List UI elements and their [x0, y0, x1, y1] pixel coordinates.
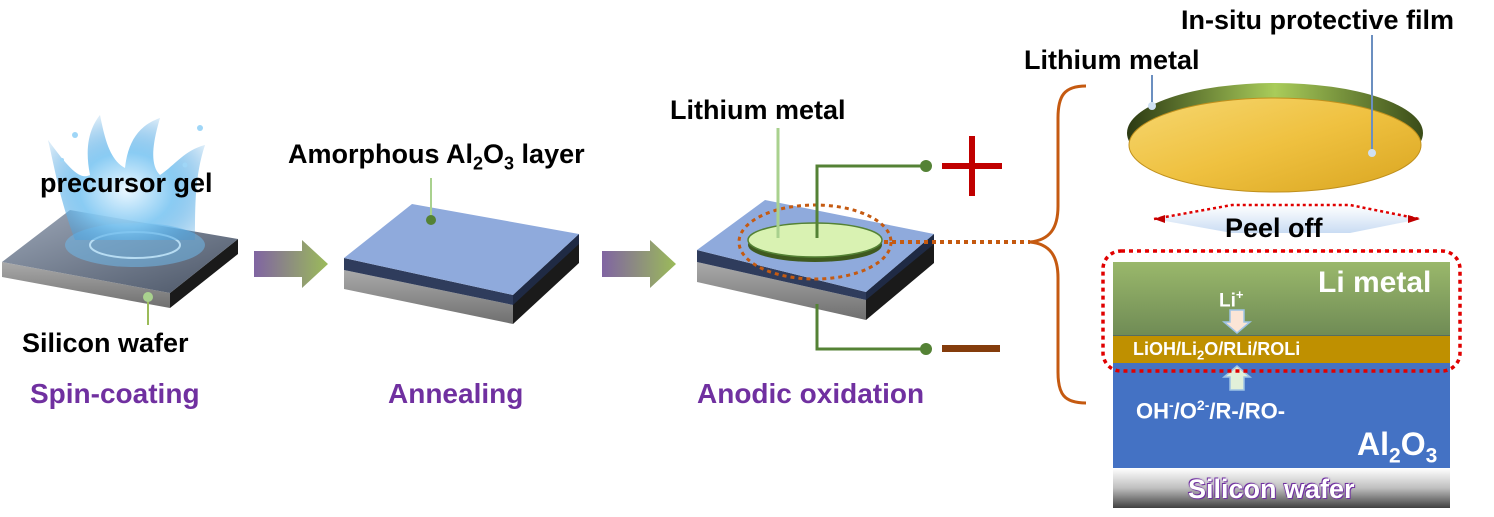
silicon-wafer-leader-dot: [143, 292, 153, 302]
al2o3-layer-top: [344, 204, 579, 295]
arrow-right-icon: [254, 240, 328, 288]
wafer-anodic: [697, 200, 934, 320]
in-situ-film-label: In-situ protective film: [1181, 5, 1455, 35]
sei-composition-label: LiOH/Li2O/RLi/ROLi: [1133, 339, 1301, 363]
splash-icon: [48, 115, 205, 240]
wafer-front-side: [2, 262, 170, 308]
li-ion-label: Li+: [1219, 287, 1244, 312]
al2o3-block: [1113, 363, 1450, 468]
wafer-right-side: [170, 239, 238, 308]
step-label-annealing: Annealing: [388, 378, 524, 409]
anion-species-label: OH-/O2-/R-/RO-: [1136, 397, 1286, 424]
peel-off-arrow: [1154, 205, 1420, 233]
bottom-wafer-label: Silicon wafer: [1188, 474, 1355, 504]
li-metal-layer: [1113, 262, 1450, 336]
curly-brace-icon: [1029, 84, 1087, 405]
dotted-red-box: [1101, 249, 1462, 373]
wire-positive: [815, 164, 925, 238]
wire-negative: [815, 304, 925, 351]
minus-icon: [942, 345, 1000, 352]
lithium-metal-center-label: Lithium metal: [670, 95, 846, 125]
al2o3-block-label: Al2O3: [1357, 426, 1438, 468]
bottom-wafer-layer: [1113, 468, 1450, 508]
lithium-disc: [747, 222, 883, 262]
step-label-spin-coating: Spin-coating: [30, 378, 200, 409]
wafer-annealing: [344, 204, 579, 324]
silicon-wafer-label: Silicon wafer: [22, 328, 189, 358]
lithium-metal-film-label: Lithium metal: [1024, 45, 1200, 75]
down-arrow-icon: [1221, 309, 1253, 334]
plus-icon: [942, 136, 1002, 196]
amorphous-layer-label: Amorphous Al2O3 layer: [288, 139, 585, 174]
protective-film-disc: [1127, 83, 1423, 193]
step-label-anodic-oxidation: Anodic oxidation: [697, 378, 925, 409]
precursor-gel-label: precursor gel: [40, 168, 213, 198]
sei-layer: [1113, 336, 1450, 363]
peel-off-label: Peel off: [1225, 213, 1323, 243]
dotted-highlight-circle: [737, 203, 893, 281]
li-metal-label: Li metal: [1318, 266, 1432, 299]
amorphous-leader-dot: [426, 215, 436, 225]
arrow-right-icon: [602, 240, 676, 288]
